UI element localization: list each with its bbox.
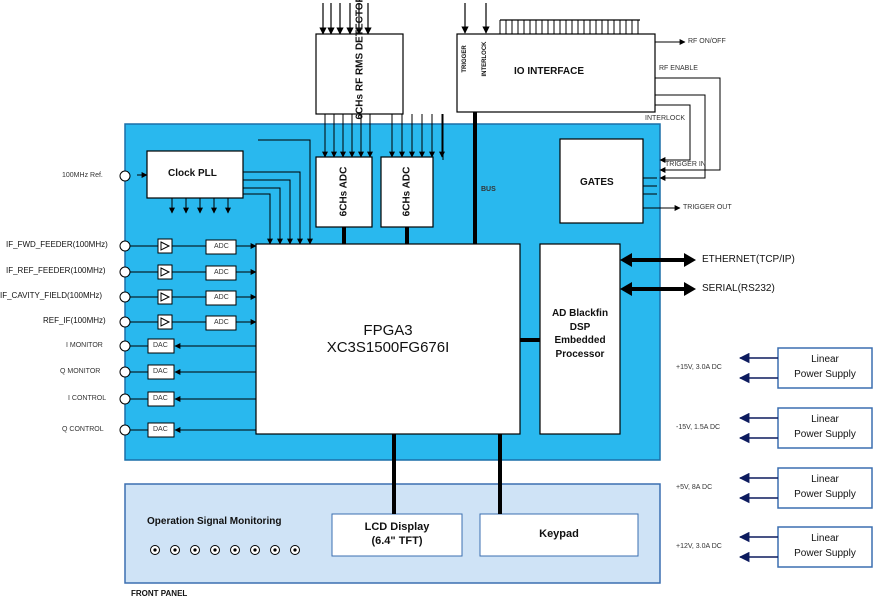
io-input-lines bbox=[461, 3, 640, 34]
power-supply-4: Linear Power Supply bbox=[778, 532, 872, 561]
dac-output-rows bbox=[119, 338, 256, 438]
fpga-label: FPGA3 XC3S1500FG676I bbox=[256, 322, 520, 357]
if-fwd-label: IF_FWD_FEEDER(100MHz) bbox=[6, 240, 108, 249]
dac-small-2: DAC bbox=[153, 368, 168, 375]
i-control-label: I CONTROL bbox=[68, 395, 107, 402]
clock-pll-block bbox=[146, 150, 244, 199]
power-supply-3-line1: Linear bbox=[811, 474, 839, 485]
power-supply-2-line2: Power Supply bbox=[794, 428, 856, 440]
io-interlock-label: INTERLOCK bbox=[482, 41, 488, 77]
adc-left-block bbox=[315, 156, 373, 228]
dsp-label: AD Blackfin DSP Embedded Processor bbox=[540, 307, 620, 361]
trigger-out-label: TRIGGER OUT bbox=[683, 204, 732, 211]
adc-small-2: ADC bbox=[214, 269, 229, 276]
power-supply-2: Linear Power Supply bbox=[778, 413, 872, 442]
power-supply-boxes bbox=[777, 347, 873, 568]
monitor-led-dots bbox=[153, 548, 297, 552]
trigger-in-label: TRIGGER IN bbox=[665, 161, 706, 168]
power-supply-4-line1: Linear bbox=[811, 533, 839, 544]
dsp-line3: Embedded bbox=[554, 335, 606, 346]
clock-pll-label: Clock PLL bbox=[168, 168, 217, 179]
power-supply-1-line1: Linear bbox=[811, 354, 839, 365]
power-supply-2-line1: Linear bbox=[811, 414, 839, 425]
comm-arrows bbox=[628, 258, 688, 291]
lcd-line2: (6.4" TFT) bbox=[371, 535, 423, 548]
ref-if-label: REF_IF(100MHz) bbox=[43, 316, 106, 325]
detector-to-adc-lines bbox=[322, 114, 445, 158]
adc-row-3 bbox=[119, 289, 257, 306]
io-trigger-label: TRIGGER bbox=[462, 45, 468, 73]
power-supply-4-line2: Power Supply bbox=[794, 547, 856, 559]
dac-row-1 bbox=[119, 338, 256, 354]
rf-on-off-label: RF ON/OFF bbox=[688, 38, 726, 45]
adc-right-label: 6CHs ADC bbox=[401, 166, 413, 217]
power-rail-4: +12V, 3.0A DC bbox=[676, 543, 722, 550]
adc-small-3: ADC bbox=[214, 294, 229, 301]
power-rail-1: +15V, 3.0A DC bbox=[676, 364, 722, 371]
gates-label: GATES bbox=[580, 177, 614, 188]
ref-clock-label: 100MHz Ref. bbox=[62, 172, 103, 179]
if-ref-label: IF_REF_FEEDER(100MHz) bbox=[6, 266, 106, 275]
interlock-out-label: INTERLOCK bbox=[645, 115, 686, 122]
power-rail-3: +5V, 8A DC bbox=[676, 484, 713, 491]
dsp-block bbox=[539, 243, 621, 435]
dac-small-4: DAC bbox=[153, 426, 168, 433]
io-interface-label: IO INTERFACE bbox=[514, 66, 585, 77]
dac-row-3 bbox=[119, 391, 256, 407]
fpga-line2: XC3S1500FG676I bbox=[326, 339, 450, 357]
fpga-block bbox=[255, 243, 521, 435]
q-monitor-label: Q MONITOR bbox=[60, 368, 101, 375]
comm-arrowheads bbox=[620, 253, 696, 296]
rf-rms-detector-label: 6CHs RF RMS DETECTOR bbox=[354, 0, 366, 120]
keypad-block bbox=[479, 513, 639, 557]
adc-left-label: 6CHs ADC bbox=[338, 166, 350, 217]
clock-to-fpga-lines bbox=[243, 139, 313, 245]
dac-small-3: DAC bbox=[153, 395, 168, 402]
lcd-line1: LCD Display bbox=[364, 521, 430, 533]
adc-small-1: ADC bbox=[214, 243, 229, 250]
adc-input-rows bbox=[119, 170, 257, 331]
adc-small-4: ADC bbox=[214, 319, 229, 326]
bus-label: BUS bbox=[481, 186, 496, 193]
q-control-label: Q CONTROL bbox=[62, 426, 104, 433]
front-panel-label: FRONT PANEL bbox=[131, 589, 188, 598]
clock-distribution-lines bbox=[137, 172, 231, 214]
operation-monitoring-label: Operation Signal Monitoring bbox=[147, 516, 282, 527]
adc-right-block bbox=[380, 156, 434, 228]
adc-row-1 bbox=[119, 238, 257, 255]
power-supply-3-line2: Power Supply bbox=[794, 488, 856, 500]
gates-block bbox=[559, 138, 644, 224]
adc-row-4 bbox=[119, 314, 257, 331]
if-cavity-label: IF_CAVITY_FIELD(100MHz) bbox=[0, 291, 103, 300]
power-arrows bbox=[738, 352, 778, 563]
io-interface-block bbox=[456, 33, 656, 113]
detector-input-lines bbox=[319, 3, 372, 35]
fpga-line1: FPGA3 bbox=[363, 322, 413, 339]
dsp-line2: DSP bbox=[569, 321, 591, 333]
serial-label: SERIAL(RS232) bbox=[702, 283, 775, 294]
rf-rms-detector-block bbox=[315, 33, 404, 115]
i-monitor-label: I MONITOR bbox=[66, 342, 103, 349]
ref-clock-connector bbox=[119, 170, 131, 182]
power-supply-1-line2: Power Supply bbox=[794, 368, 856, 380]
power-rail-2: -15V, 1.5A DC bbox=[676, 424, 721, 431]
dac-small-1: DAC bbox=[153, 342, 168, 349]
power-supply-1: Linear Power Supply bbox=[778, 353, 872, 382]
adc-row-2 bbox=[119, 264, 257, 281]
io-bus-ticks bbox=[499, 20, 639, 34]
ethernet-label: ETHERNET(TCP/IP) bbox=[702, 254, 795, 265]
dac-row-2 bbox=[119, 364, 256, 380]
lcd-display-block bbox=[331, 513, 463, 557]
lcd-display-label: LCD Display (6.4" TFT) bbox=[332, 520, 462, 549]
power-supply-3: Linear Power Supply bbox=[778, 473, 872, 502]
io-right-signals bbox=[643, 39, 721, 211]
dsp-line4: Processor bbox=[555, 348, 605, 360]
dsp-line1: AD Blackfin bbox=[551, 308, 609, 319]
dac-row-4 bbox=[119, 422, 256, 438]
keypad-label: Keypad bbox=[539, 528, 579, 540]
rf-enable-label: RF ENABLE bbox=[659, 65, 698, 72]
